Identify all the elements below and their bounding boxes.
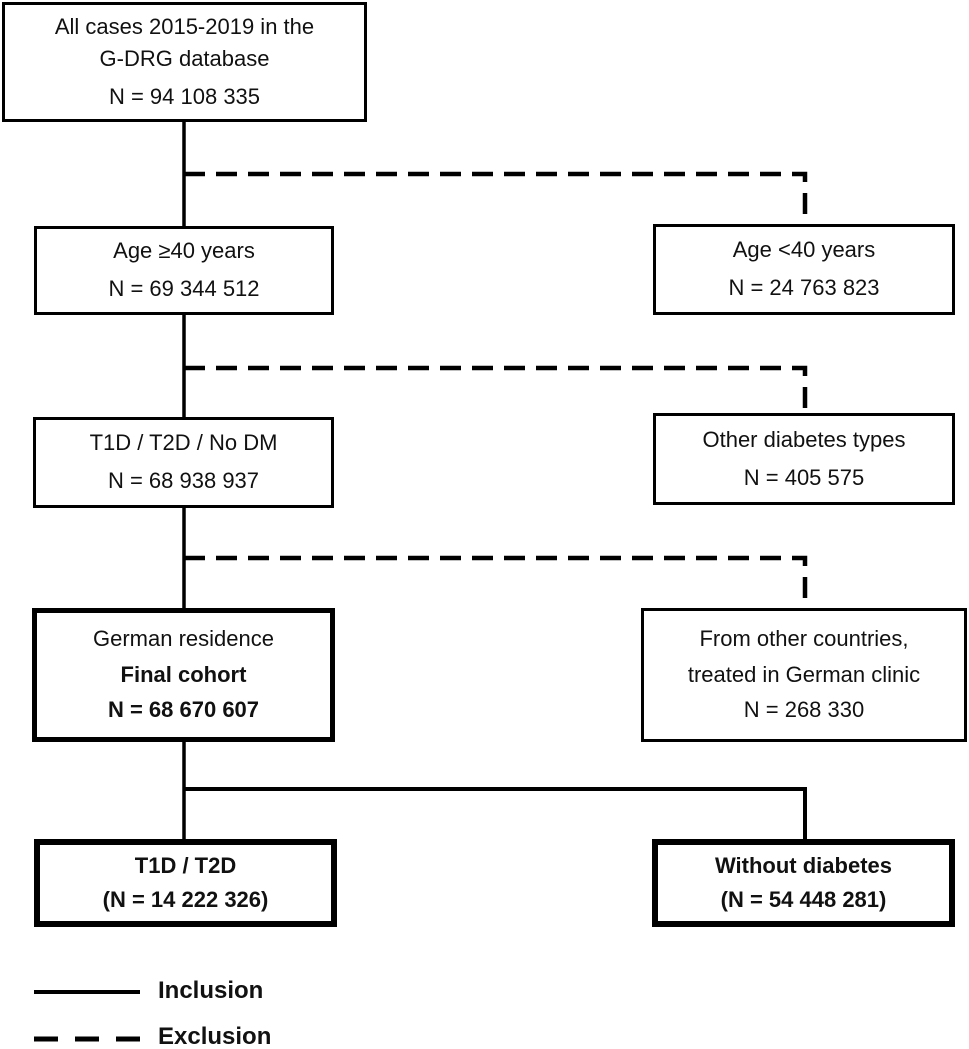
legend-inclusion-label: Inclusion <box>158 977 264 1004</box>
box-age-ge40: Age ≥40 years N = 69 344 512 <box>34 226 334 315</box>
box-other-diabetes-types: Other diabetes types N = 405 575 <box>653 413 955 505</box>
box-text-line: German residence <box>93 626 274 652</box>
exclusion-branch-3 <box>184 555 808 609</box>
box-n-value: (N = 54 448 281) <box>720 886 887 912</box>
box-other-countries: From other countries, treated in German … <box>641 608 967 742</box>
box-n-value: N = 69 344 512 <box>108 276 260 301</box>
box-n-value: N = 68 670 607 <box>107 697 260 723</box>
box-age-lt40: Age <40 years N = 24 763 823 <box>653 224 955 315</box>
exclusion-branch-2 <box>184 365 808 414</box>
box-text-line: T1D / T2D / No DM <box>89 430 278 456</box>
box-all-cases: All cases 2015-2019 in the G-DRG databas… <box>2 2 367 122</box>
box-n-value: (N = 14 222 326) <box>102 886 269 912</box>
box-n-value: N = 94 108 335 <box>108 83 261 109</box>
box-text-line: All cases 2015-2019 in the <box>54 13 315 39</box>
box-text-line: Age ≥40 years <box>113 238 255 264</box>
box-text-line: treated in German clinic <box>687 661 921 687</box>
inclusion-branch-line <box>184 787 807 839</box>
box-text-line: Age <40 years <box>732 237 876 263</box>
box-t1d-t2d-nodm: T1D / T2D / No DM N = 68 938 937 <box>33 417 334 508</box>
box-without-diabetes: Without diabetes (N = 54 448 281) <box>652 839 955 927</box>
box-t1d-t2d: T1D / T2D (N = 14 222 326) <box>34 839 337 927</box>
box-n-value: N = 405 575 <box>743 464 865 490</box>
exclusion-branch-1 <box>184 171 808 225</box>
box-text-line: G-DRG database <box>99 46 270 72</box>
legend-exclusion-label: Exclusion <box>158 1023 272 1049</box>
box-text-line: Final cohort <box>120 661 247 687</box>
box-n-value: N = 68 938 937 <box>107 468 260 493</box>
box-final-cohort: German residence Final cohort N = 68 670… <box>32 608 335 742</box>
box-text-line: T1D / T2D <box>134 852 237 878</box>
box-text-line: Without diabetes <box>714 852 893 878</box>
box-text-line: Other diabetes types <box>702 426 906 452</box>
box-n-value: N = 24 763 823 <box>728 275 880 300</box>
box-n-value: N = 268 330 <box>743 697 865 723</box>
box-text-line: From other countries, <box>699 626 909 652</box>
